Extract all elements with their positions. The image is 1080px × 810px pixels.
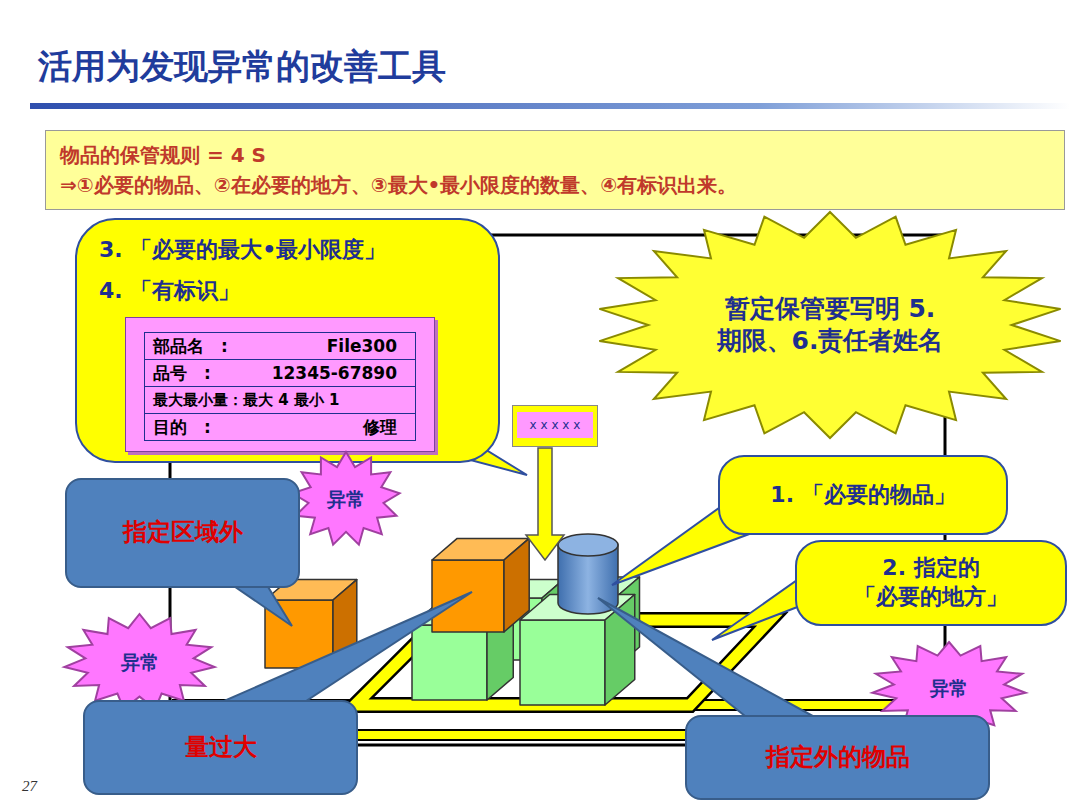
node-text: 异常 [930,676,968,701]
field-name: 目的 : [153,415,211,439]
field-value: 12345-67890 [272,361,407,385]
label-table: 部品名 : File300 品号 : 12345-67890 最大最小量：最大 4 最小… [144,332,416,441]
abnormal-burst: 异常 [290,450,402,548]
slide-title: 活用为发现异常的改善工具 [38,44,446,90]
node-text: 物品的保管规则 = 4 S [60,142,266,168]
tag-text: x x x x x [517,412,593,438]
node-text: 暂定保管要写明 5.期限、6.责任者姓名 [690,293,970,358]
field-value: 修理 [363,415,407,439]
issue-box: 量过大 [83,700,358,795]
field-name: 最大最小量：最大 4 最小 1 [153,388,340,412]
id-tag: x x x x x [512,405,598,447]
label-row: 最大最小量：最大 4 最小 1 [145,387,415,414]
node-text: 指定外的物品 [766,742,910,773]
callout-bubble: 2. 指定的 「必要的地方」 [795,540,1067,626]
issue-box: 指定外的物品 [685,715,990,800]
issue-box: 指定区域外 [65,478,300,588]
node-text: 异常 [327,487,365,512]
rule-box: 物品的保管规则 = 4 S ⇒①必要的物品、②在必要的地方、③最大•最小限度的数量… [45,130,1065,210]
starburst: 暂定保管要写明 5.期限、6.责任者姓名 [595,210,1065,440]
field-value: File300 [327,334,407,358]
burst-outline [595,210,1065,440]
node-text: 3. 「必要的最大•最小限度」 [99,236,386,265]
node-text: 量过大 [185,732,257,763]
field-name: 品号 : [153,361,211,385]
node-text: 1. 「必要的物品」 [770,481,955,510]
node-text: 异常 [121,650,159,675]
abnormal-burst: 异常 [62,612,217,712]
node-text: 指定区域外 [123,517,243,548]
node-text: 2. 指定的 「必要的地方」 [831,554,1031,611]
title-rule [30,103,1070,109]
label-card: 部品名 : File300 品号 : 12345-67890 最大最小量：最大 4 最小… [125,317,435,452]
label-row: 目的 : 修理 [145,414,415,440]
callout-bubble: 1. 「必要的物品」 [718,455,1008,535]
label-row: 部品名 : File300 [145,333,415,360]
label-row: 品号 : 12345-67890 [145,360,415,387]
node-text: ⇒①必要的物品、②在必要的地方、③最大•最小限度的数量、④有标识出来。 [60,172,737,198]
field-name: 部品名 : [153,334,228,358]
node-text: 4. 「有标识」 [99,277,240,306]
page-number: 27 [22,778,37,795]
callout-bubble: 3. 「必要的最大•最小限度」 4. 「有标识」部品名 : File300 品号 : 1… [75,218,500,463]
tag-arrow [526,448,564,560]
